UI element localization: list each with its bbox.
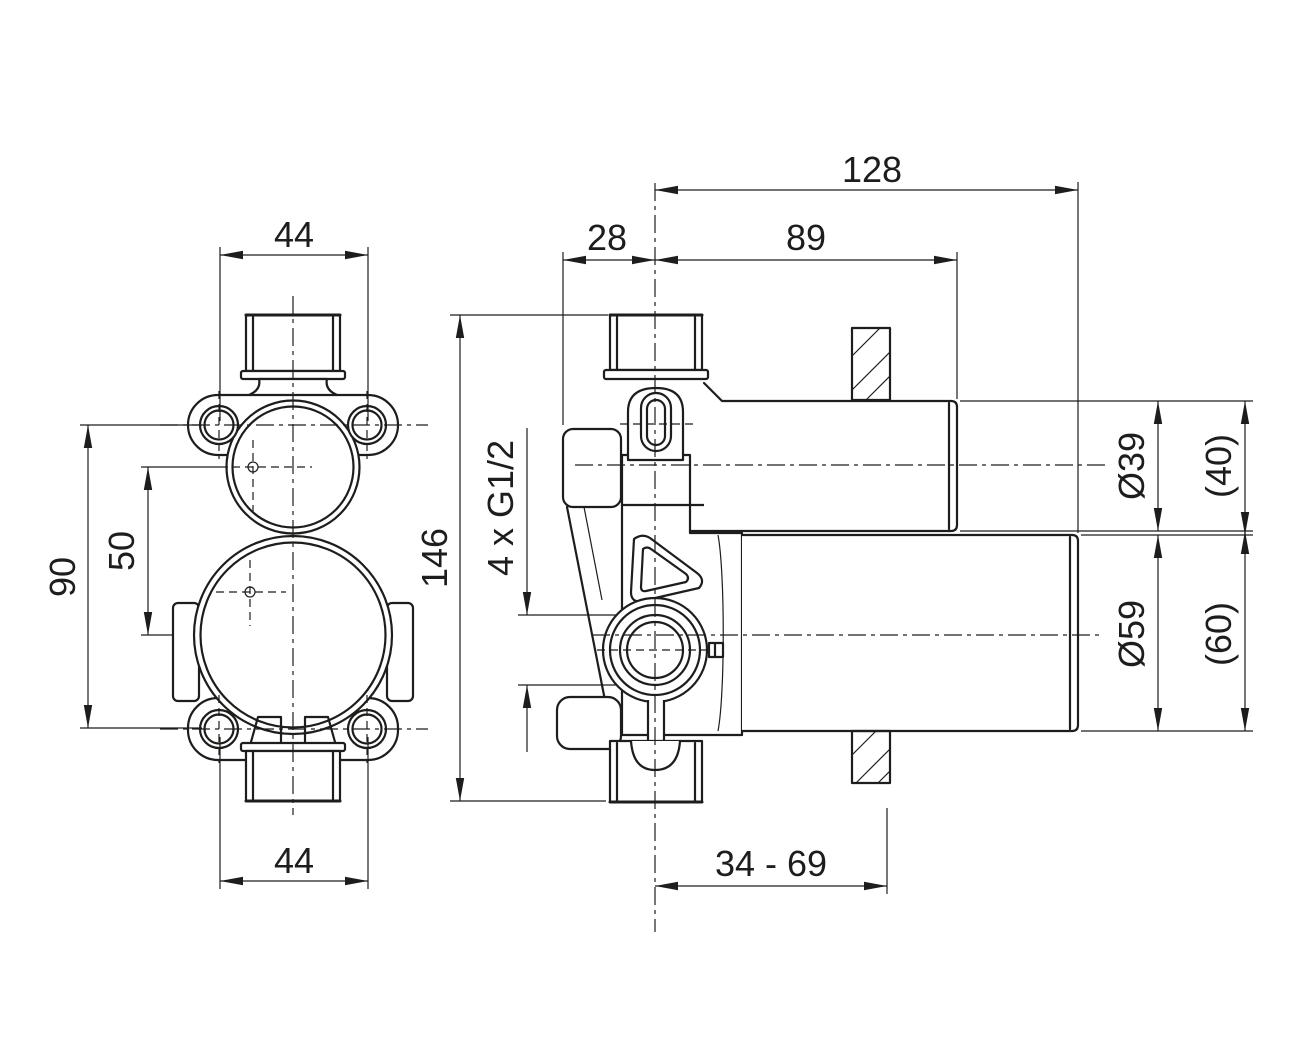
wall-section-hatch-top xyxy=(850,326,892,402)
front-center-lines xyxy=(160,296,428,815)
side-upper-cylinder xyxy=(688,381,959,533)
side-body-slant-inner xyxy=(583,506,603,601)
dim-label-side-depth-wall: 28 xyxy=(587,217,627,258)
dim-label-front-width-top: 44 xyxy=(274,214,314,255)
dim-side-dia-upper: Ø39 xyxy=(1111,401,1163,531)
dim-label-front-mount-spacing: 90 xyxy=(42,557,83,597)
dim-side-height: 146 xyxy=(414,314,608,802)
dim-label-side-dia-lower: Ø59 xyxy=(1111,600,1152,668)
side-bottom-pipe xyxy=(608,739,704,804)
front-view: 44 44 90 50 xyxy=(42,214,428,889)
side-triangle-cutout xyxy=(629,534,704,603)
dim-side-dia-lower: Ø59 xyxy=(1111,535,1163,731)
side-lower-lug xyxy=(555,695,623,751)
side-lower-cylinder xyxy=(717,533,1080,733)
side-center-lines xyxy=(575,183,1105,932)
dim-label-side-depth-cartridge: 89 xyxy=(786,217,826,258)
dim-side-threads: 4 x G1/2 xyxy=(480,428,616,752)
dim-side-depth-total: 128 xyxy=(655,149,1079,533)
side-inlet-port xyxy=(597,596,725,704)
dim-front-mount-spacing: 90 xyxy=(42,424,202,729)
dim-side-depth-wall: 28 xyxy=(562,217,655,425)
side-upper-lug xyxy=(561,427,623,509)
dim-label-front-width-bottom: 44 xyxy=(274,840,314,881)
dim-label-side-dia-upper: Ø39 xyxy=(1111,432,1152,500)
dim-label-side-threads: 4 x G1/2 xyxy=(480,440,521,576)
side-view: 128 28 89 146 xyxy=(414,149,1253,932)
dim-side-dia-upper-ref: (40) xyxy=(1198,401,1250,535)
side-right-extension-lines xyxy=(960,400,1253,732)
dim-side-install-range: 34 - 69 xyxy=(655,808,888,894)
dim-label-side-height: 146 xyxy=(414,528,455,588)
dim-front-port-offset: 50 xyxy=(101,466,228,636)
wall-section-hatch-bottom xyxy=(850,729,892,785)
side-top-pipe xyxy=(602,313,710,381)
dim-label-side-dia-lower-ref: (60) xyxy=(1198,602,1239,666)
dim-label-side-dia-upper-ref: (40) xyxy=(1198,434,1239,498)
dim-side-dia-lower-ref: (60) xyxy=(1198,531,1250,731)
dim-label-side-install-range: 34 - 69 xyxy=(715,843,827,884)
dim-front-width-bottom: 44 xyxy=(219,737,369,889)
dim-front-width-top: 44 xyxy=(219,214,369,421)
dim-label-side-depth-total: 128 xyxy=(842,149,902,190)
front-center-marks xyxy=(216,440,312,626)
side-arch-boss xyxy=(620,386,698,462)
dim-label-front-port-offset: 50 xyxy=(101,531,142,571)
dim-side-depth-cartridge: 89 xyxy=(655,217,958,399)
